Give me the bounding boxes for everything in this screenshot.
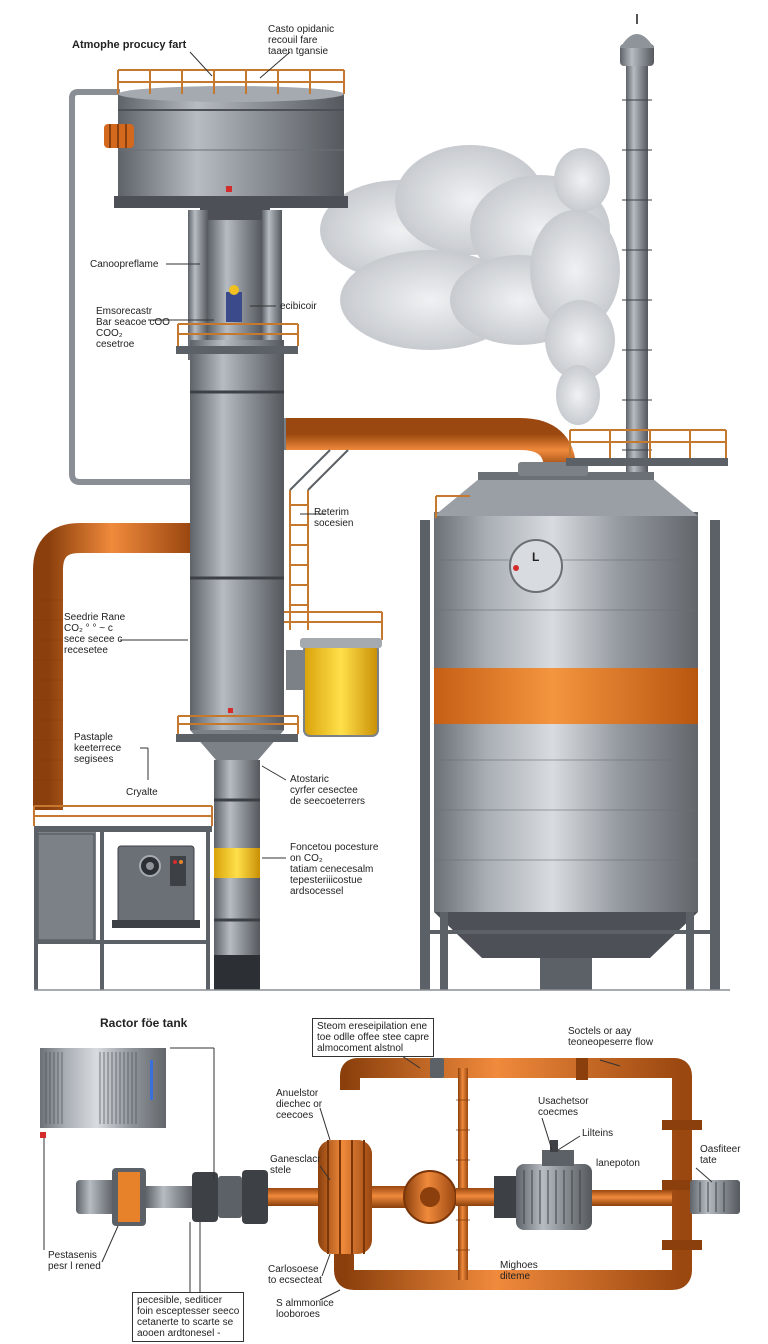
label-cryalte: Cryalte <box>126 787 158 798</box>
label-emisorecastr: Emsorecastr Bar seacoe cOO COO₂ cesetroe <box>96 306 170 350</box>
label-coneesible: pecesible, sediticer foin esceptesser se… <box>132 1292 245 1342</box>
label-canoopreflame: Canoopreflame <box>90 259 159 270</box>
shaft-line <box>76 1140 740 1254</box>
silo-gauge-label: L <box>532 550 540 564</box>
label-salmmonice: S almmonice looboroes <box>276 1298 334 1320</box>
leader-lines <box>43 51 713 1301</box>
storage-silo <box>420 429 728 990</box>
label-anuelstor: Anuelstor diechec or ceecoes <box>276 1088 323 1121</box>
label-pestasenis: Pestasenis pesr l rened <box>48 1250 101 1272</box>
label-ecibicoir: ecibicoir <box>280 301 317 312</box>
smoke-plume <box>320 145 620 425</box>
label-usachetor: Usachetsor coecmes <box>538 1096 589 1118</box>
reactor-cylinder <box>40 1048 166 1138</box>
label-pastaple: Pastaple keeterrece segisees <box>74 732 122 765</box>
label-carlosoese: Carlosoese to ecsecteat <box>268 1264 322 1286</box>
label-caste-note: Casto opidanic recouil fare taaen tgansi… <box>268 24 335 57</box>
liquid-vessel <box>284 611 383 737</box>
label-foncetou: Foncetou pocesture on CO₂ tatiam ceneces… <box>290 842 379 897</box>
label-seedrie: Seedrie Rane CO₂ ° ° ~ c sece secee c re… <box>64 612 126 656</box>
label-reterim: Reterim socesien <box>314 507 354 529</box>
label-ganesclaor: Ganesclacr stele <box>270 1154 321 1176</box>
base-platform <box>33 805 213 990</box>
transfer-pipe <box>270 418 576 471</box>
orange-loop-pipe <box>334 1058 702 1290</box>
label-atostaric: Atostaric cyrfer cesectee de seecoeterre… <box>290 774 366 807</box>
label-sootels: Soctels or aay teoneopeserre flow <box>568 1026 654 1048</box>
chimney-stack <box>620 14 654 500</box>
label-lilteins: Lilteins <box>582 1128 614 1139</box>
label-atmosphere-tank: Atmophe procucy fart <box>72 39 187 51</box>
label-oasfiteer: Oasfiteer tate <box>700 1144 741 1166</box>
label-mighoes: Mighoes diteme <box>500 1260 538 1282</box>
return-line <box>69 89 190 485</box>
label-steam-note: Steom ereseipilation ene toe odlle offee… <box>312 1018 435 1057</box>
absorber-column <box>176 204 349 990</box>
label-reactor-tank: Ractor föe tank <box>100 1016 188 1030</box>
atmosphere-tank <box>104 69 348 208</box>
feed-pipe-left <box>33 523 190 810</box>
label-lanepoton: lanepoton <box>596 1158 640 1169</box>
